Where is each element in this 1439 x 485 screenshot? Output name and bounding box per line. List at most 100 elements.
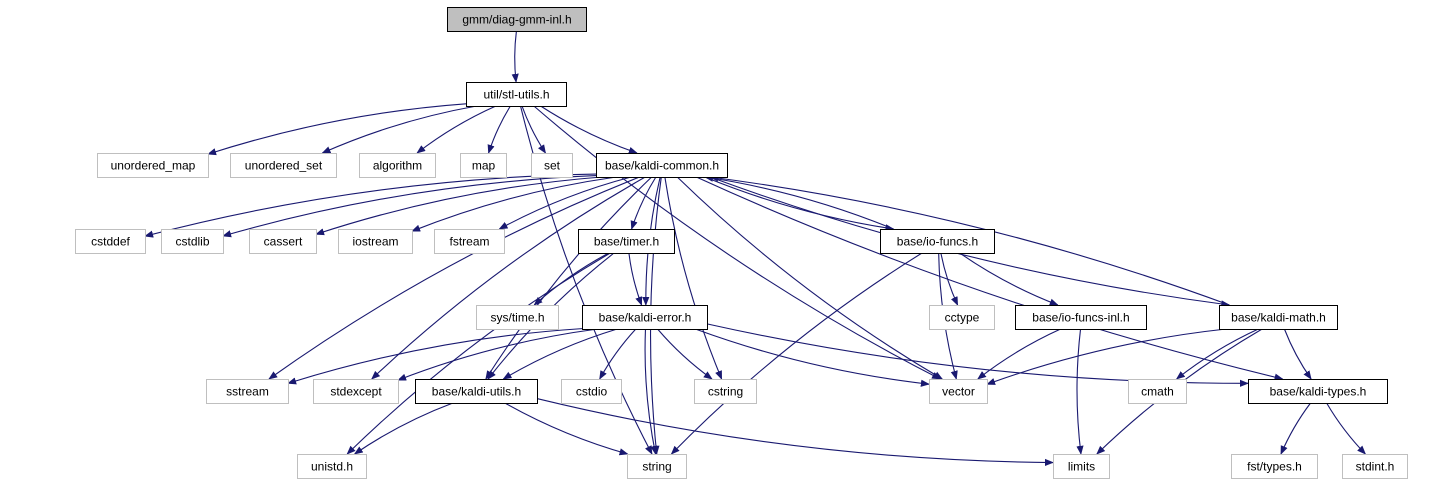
node-label: fst/types.h (1247, 460, 1302, 474)
edge-kaldi_common-to-kaldi_types (696, 176, 1284, 381)
node-box (880, 229, 995, 254)
node-box (578, 229, 675, 254)
node-box (929, 305, 995, 330)
node-label: util/stl-utils.h (483, 88, 549, 102)
edge-io_funcs_inl-to-vector (977, 328, 1061, 380)
edge-kaldi_common-to-sstream (268, 176, 640, 380)
node-label: cstdio (576, 385, 608, 399)
node-label: base/io-funcs.h (897, 235, 978, 249)
node-kaldi_error[interactable]: base/kaldi-error.h (582, 305, 708, 330)
edge-timer-to-unistd (346, 252, 611, 455)
node-label: iostream (352, 235, 398, 249)
node-vector: vector (929, 379, 988, 404)
node-label: set (544, 159, 561, 173)
node-box (447, 7, 587, 32)
node-unordered_set: unordered_set (230, 153, 337, 178)
edge-io_funcs-to-io_funcs_inl (959, 252, 1059, 306)
edge-kaldi_types-to-fst_types (1280, 402, 1311, 455)
edge-kaldi_error-to-kaldi_types (706, 323, 1249, 387)
node-label: cctype (945, 311, 980, 325)
edge-kaldi_common-to-timer (630, 176, 657, 230)
edge-stl_utils-to-kaldi_common (540, 105, 638, 154)
edge-timer-to-sys_time (533, 252, 610, 306)
node-label: stdexcept (330, 385, 382, 399)
nodes-layer: gmm/diag-gmm-inl.h util/stl-utils.h unorde… (75, 7, 1408, 479)
edge-kaldi_common-to-iostream (411, 176, 617, 232)
node-label: base/kaldi-utils.h (432, 385, 521, 399)
node-cstdlib: cstdlib (161, 229, 224, 254)
edge-kaldi_error-to-cstdio (599, 328, 637, 380)
edge-stl_utils-to-set (521, 105, 546, 154)
node-box (161, 229, 224, 254)
node-label: base/kaldi-common.h (605, 159, 719, 173)
node-sstream: sstream (206, 379, 289, 404)
node-box (694, 379, 757, 404)
node-box (434, 229, 505, 254)
edge-timer-to-kaldi_error (628, 252, 643, 306)
node-cstdio: cstdio (561, 379, 622, 404)
node-kaldi_math[interactable]: base/kaldi-math.h (1219, 305, 1338, 330)
edge-kaldi_utils-to-limits (536, 398, 1054, 467)
node-label: gmm/diag-gmm-inl.h (462, 13, 571, 27)
node-box (1248, 379, 1388, 404)
node-timer[interactable]: base/timer.h (578, 229, 675, 254)
node-label: map (472, 159, 496, 173)
node-io_funcs_inl[interactable]: base/io-funcs-inl.h (1015, 305, 1147, 330)
node-label: cstring (708, 385, 743, 399)
node-label: cmath (1141, 385, 1174, 399)
node-box (75, 229, 146, 254)
node-box (627, 454, 687, 479)
edge-kaldi_math-to-kaldi_common (709, 174, 1230, 306)
node-box (297, 454, 367, 479)
edge-kaldi_types-to-stdint (1326, 402, 1367, 455)
edge-stl_utils-to-unordered_set (321, 105, 477, 154)
node-io_funcs[interactable]: base/io-funcs.h (880, 229, 995, 254)
node-label: stdint.h (1356, 460, 1395, 474)
node-label: cstdlib (175, 235, 209, 249)
node-cassert: cassert (249, 229, 317, 254)
node-box (1231, 454, 1318, 479)
node-box (460, 153, 507, 178)
edge-kaldi_common-to-stdexcept (371, 176, 646, 380)
node-unordered_map: unordered_map (97, 153, 209, 178)
edge-kaldi_common-to-fstream (498, 176, 632, 230)
node-box (359, 153, 436, 178)
node-label: base/timer.h (594, 235, 659, 249)
node-box (929, 379, 988, 404)
node-label: vector (942, 385, 975, 399)
node-cmath: cmath (1128, 379, 1187, 404)
node-string: string (627, 454, 687, 479)
node-box (206, 379, 289, 404)
node-stdexcept: stdexcept (313, 379, 399, 404)
node-label: base/kaldi-math.h (1231, 311, 1326, 325)
node-label: base/io-funcs-inl.h (1032, 311, 1129, 325)
node-box (1128, 379, 1187, 404)
node-label: algorithm (373, 159, 422, 173)
node-stl_utils[interactable]: util/stl-utils.h (466, 82, 567, 107)
node-box (1219, 305, 1338, 330)
node-iostream: iostream (338, 229, 413, 254)
node-label: string (642, 460, 671, 474)
node-set: set (531, 153, 573, 178)
node-box (1015, 305, 1147, 330)
node-kaldi_types[interactable]: base/kaldi-types.h (1248, 379, 1388, 404)
node-label: unordered_set (245, 159, 323, 173)
node-kaldi_common[interactable]: base/kaldi-common.h (596, 153, 728, 178)
edge-kaldi_error-to-cstring (657, 328, 713, 380)
edge-kaldi_error-to-string (644, 328, 658, 455)
edge-stl_utils-to-vector (533, 105, 941, 380)
edge-kaldi_error-to-sstream (287, 328, 583, 385)
edge-kaldi_math-to-vector (986, 328, 1227, 385)
edge-stl_utils-to-algorithm (416, 105, 497, 154)
node-box (561, 379, 622, 404)
edge-kaldi_common-to-io_funcs (704, 176, 895, 232)
edge-kaldi_common-to-vector (676, 176, 944, 380)
node-kaldi_utils[interactable]: base/kaldi-utils.h (415, 379, 538, 404)
edge-kaldi_common-to-cassert (315, 176, 602, 236)
node-map: map (460, 153, 507, 178)
edge-kaldi_common-to-kaldi_utils (485, 176, 653, 380)
node-box (97, 153, 209, 178)
node-diag_gmm_inl[interactable]: gmm/diag-gmm-inl.h (447, 7, 587, 32)
node-label: base/kaldi-error.h (599, 311, 692, 325)
